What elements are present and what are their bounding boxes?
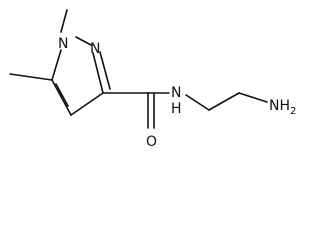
bond-n2-c3-outer <box>92 52 104 94</box>
bond-n1-methyl <box>60 9 68 33</box>
molecule-canvas: N N O N H NH 2 <box>9 9 297 150</box>
bond-c4-c5-inner <box>55 83 69 107</box>
atom-nh-n-label: N <box>171 85 181 101</box>
bond-c3-c4 <box>70 92 104 116</box>
bond-n1-n2 <box>75 36 92 46</box>
molecule-diagram: N N O N H NH 2 <box>9 9 296 150</box>
atom-o-label: O <box>146 134 157 150</box>
bond-n2-c3-inner <box>99 51 111 90</box>
bond-c4-c5-outer <box>51 79 72 116</box>
atom-nh2-label: NH <box>269 98 290 114</box>
bond-ethyl-nh2 <box>238 92 268 103</box>
bond-c5-methyl <box>9 73 53 81</box>
atom-nh2-subscript: 2 <box>290 106 296 117</box>
bond-ethyl-ethyl <box>208 92 240 111</box>
atom-n1-label: N <box>58 36 68 52</box>
bond-c5-n1 <box>51 49 62 81</box>
bond-n-ethyl-1 <box>185 94 210 111</box>
atom-n2-label: N <box>90 41 100 57</box>
atom-nh-h-label: H <box>171 101 182 117</box>
